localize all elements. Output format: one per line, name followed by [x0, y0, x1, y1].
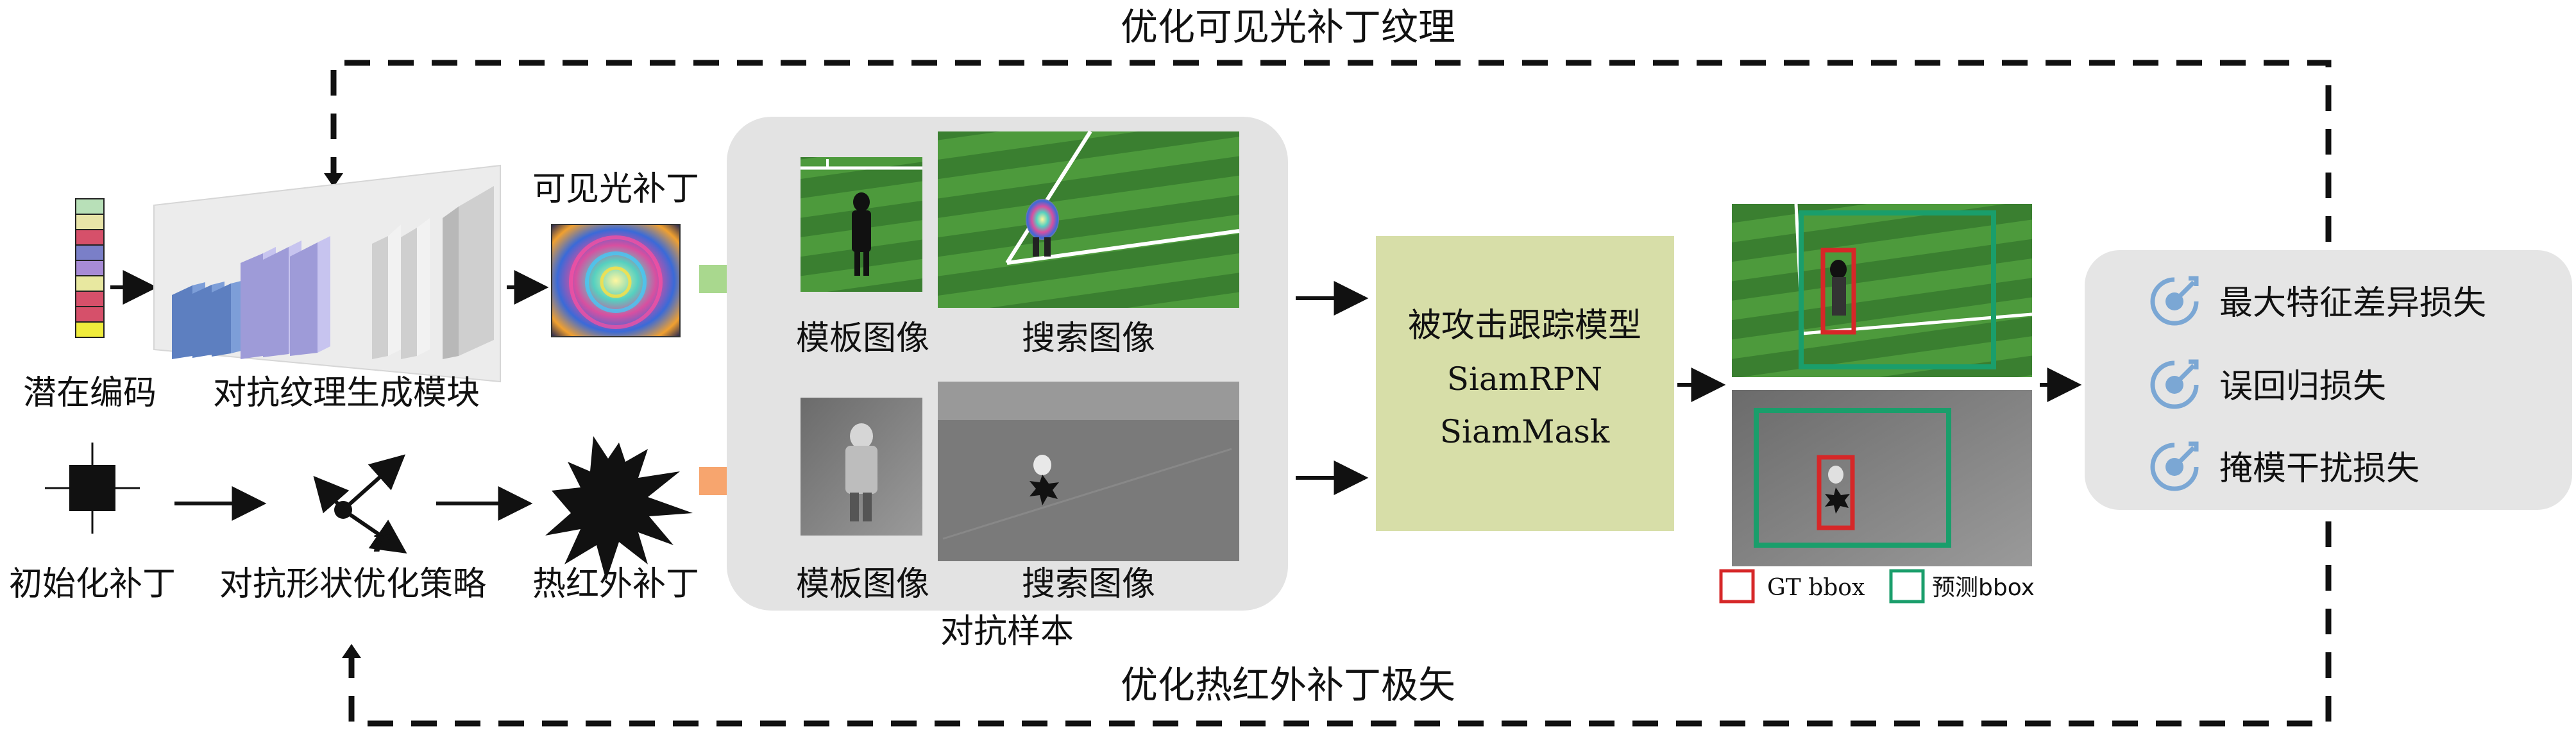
result-image-thermal [1732, 390, 2032, 566]
shape-opt-glyph [313, 454, 407, 554]
latent-code-cell [75, 275, 105, 292]
visible-patch-image [551, 224, 681, 337]
latent-code-cell [75, 244, 105, 261]
shape-opt-label: 对抗形状优化策略 [219, 565, 486, 604]
latent-code-cell [75, 291, 105, 307]
latent-code-cell [75, 214, 105, 230]
latent-code-cell [75, 229, 105, 246]
legend: GT bbox 预测bbox [1719, 569, 2035, 604]
search-label-top: 搜索图像 [1022, 319, 1155, 358]
legend-gt-label: GT bbox [1767, 575, 1865, 601]
result-image-visible [1732, 203, 2033, 377]
template-label-bottom: 模板图像 [796, 565, 929, 604]
search-label-bottom: 搜索图像 [1022, 565, 1155, 604]
latent-code-cell [75, 198, 105, 215]
decoder-blocks-gray [372, 186, 494, 359]
latent-code-cell [75, 321, 105, 338]
loss-item-1: 最大特征差异损失 [2150, 276, 2486, 326]
template-image-thermal [801, 398, 922, 536]
latent-code-cell [75, 260, 105, 276]
tracker-model [1376, 236, 1674, 531]
latent-code-label: 潜在编码 [23, 374, 157, 412]
search-image-thermal [938, 382, 1239, 561]
tracker-model-1: SiamRPN [1447, 360, 1603, 398]
title-top: 优化可见光补丁纹理 [1121, 5, 1455, 49]
template-image-visible [801, 157, 922, 292]
loss-item-3: 掩模干扰损失 [2150, 441, 2419, 491]
losses-panel: 最大特征差异损失 误回归损失 掩模干扰损失 [2085, 250, 2572, 510]
target-arrow-icon [2150, 359, 2199, 409]
initial-patch [45, 443, 140, 534]
r-label: r [372, 521, 391, 559]
search-image-visible [938, 130, 1240, 308]
tracker-title: 被攻击跟踪模型 [1408, 307, 1641, 345]
generator-module [153, 164, 501, 383]
latent-code [75, 198, 105, 338]
thermal-patch-shape [545, 436, 693, 580]
samples-group-label: 对抗样本 [940, 612, 1074, 651]
encoder-blocks-small [172, 280, 244, 359]
legend-pred-label: 预测bbox [1932, 575, 2035, 601]
target-arrow-icon [2150, 441, 2199, 491]
loss-label-1: 最大特征差异损失 [2219, 284, 2486, 323]
template-label-top: 模板图像 [796, 319, 929, 358]
loss-item-2: 误回归损失 [2150, 359, 2386, 409]
tracker-model-2: SiamMask [1440, 413, 1610, 450]
legend-pred-swatch [1889, 569, 1925, 604]
thermal-patch-label: 热红外补丁 [532, 565, 699, 604]
init-patch-label: 初始化补丁 [9, 565, 176, 604]
visible-patch-label: 可见光补丁 [532, 170, 699, 208]
title-bottom: 优化热红外补丁极矢 [1121, 663, 1455, 707]
adversarial-samples-group: 模板图像 搜索图像 模板图像 搜索图像 [727, 117, 1288, 611]
loss-label-2: 误回归损失 [2219, 368, 2386, 406]
generator-label: 对抗纹理生成模块 [213, 374, 480, 412]
encoder-blocks-purple [241, 236, 330, 359]
legend-gt-swatch [1719, 569, 1755, 604]
target-arrow-icon [2150, 276, 2199, 326]
latent-code-cell [75, 306, 105, 323]
loss-label-3: 掩模干扰损失 [2219, 450, 2419, 488]
